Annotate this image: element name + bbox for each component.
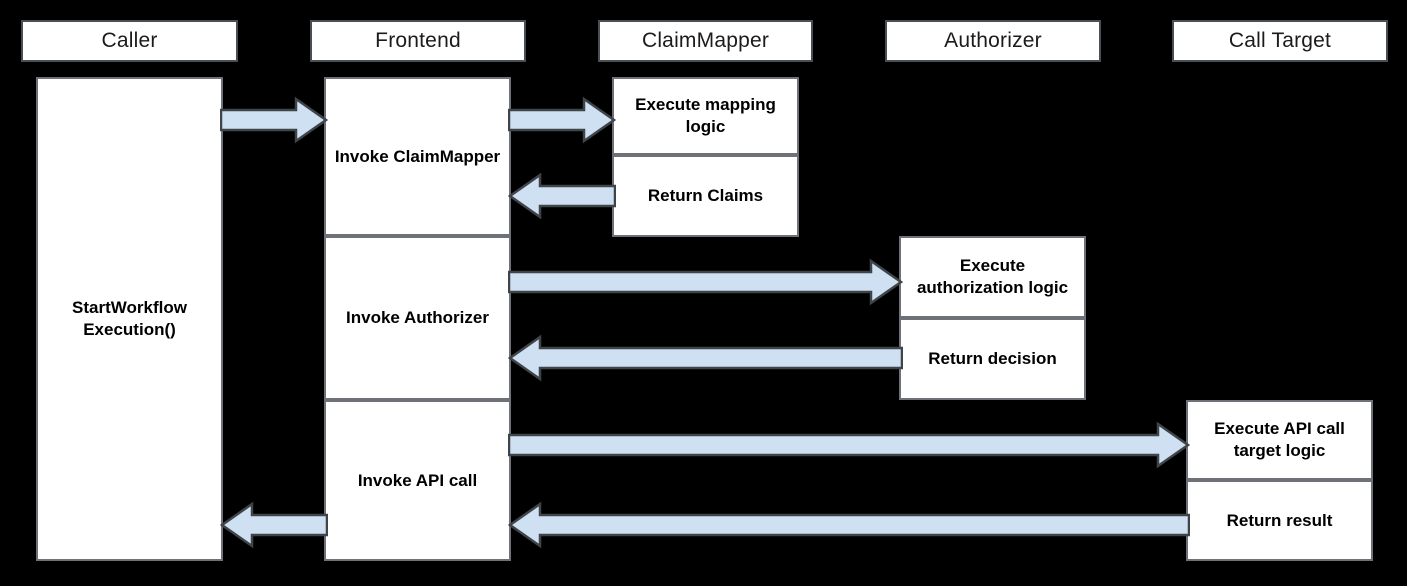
- message-arrow-claimmapper-to-frontend[interactable]: [508, 172, 616, 220]
- activation-label: Return result: [1226, 510, 1333, 530]
- participant-header-claimmapper[interactable]: ClaimMapper: [598, 20, 813, 62]
- activation-calltarget-execute-api-call-target-logic[interactable]: Execute API call target logic: [1186, 400, 1373, 480]
- participant-label: ClaimMapper: [641, 29, 770, 52]
- activation-label: Execute mapping logic: [635, 95, 776, 136]
- participant-label: Frontend: [375, 29, 461, 52]
- activation-label: Invoke Authorizer: [346, 308, 489, 328]
- message-arrow-frontend-to-claimmapper[interactable]: [508, 96, 616, 144]
- activation-frontend-invoke-authorizer[interactable]: Invoke Authorizer: [324, 236, 511, 400]
- activation-label: Execute authorization logic: [916, 256, 1069, 297]
- activation-claimmapper-return-claims[interactable]: Return Claims: [612, 155, 799, 237]
- participant-header-frontend[interactable]: Frontend: [310, 20, 526, 62]
- participant-header-caller[interactable]: Caller: [21, 20, 238, 62]
- participant-label: Authorizer: [944, 29, 1042, 52]
- participant-label: Caller: [101, 29, 158, 52]
- participant-header-authorizer[interactable]: Authorizer: [885, 20, 1101, 62]
- activation-frontend-invoke-claimmapper[interactable]: Invoke ClaimMapper: [324, 77, 511, 236]
- participant-header-calltarget[interactable]: Call Target: [1172, 20, 1388, 62]
- message-arrow-calltarget-to-frontend[interactable]: [508, 501, 1190, 549]
- message-arrow-frontend-to-calltarget[interactable]: [508, 421, 1190, 469]
- activation-label: Return Claims: [647, 186, 764, 206]
- activation-label: Return decision: [928, 349, 1057, 369]
- activation-authorizer-return-decision[interactable]: Return decision: [899, 318, 1086, 400]
- activation-label: StartWorkflow Execution(): [72, 298, 187, 339]
- message-arrow-caller-to-frontend[interactable]: [220, 96, 328, 144]
- message-arrow-frontend-to-caller[interactable]: [220, 501, 328, 549]
- activation-label: Invoke ClaimMapper: [334, 146, 501, 166]
- activation-caller-startworkflow[interactable]: StartWorkflow Execution(): [36, 77, 223, 561]
- activation-authorizer-execute-authorization-logic[interactable]: Execute authorization logic: [899, 236, 1086, 318]
- activation-label: Execute API call target logic: [1214, 419, 1345, 460]
- participant-label: Call Target: [1228, 29, 1332, 52]
- activation-frontend-invoke-api-call[interactable]: Invoke API call: [324, 400, 511, 561]
- activation-label: Invoke API call: [357, 470, 478, 490]
- activation-calltarget-return-result[interactable]: Return result: [1186, 480, 1373, 561]
- message-arrow-authorizer-to-frontend[interactable]: [508, 334, 903, 382]
- activation-claimmapper-execute-mapping-logic[interactable]: Execute mapping logic: [612, 77, 799, 155]
- message-arrow-frontend-to-authorizer[interactable]: [508, 258, 903, 306]
